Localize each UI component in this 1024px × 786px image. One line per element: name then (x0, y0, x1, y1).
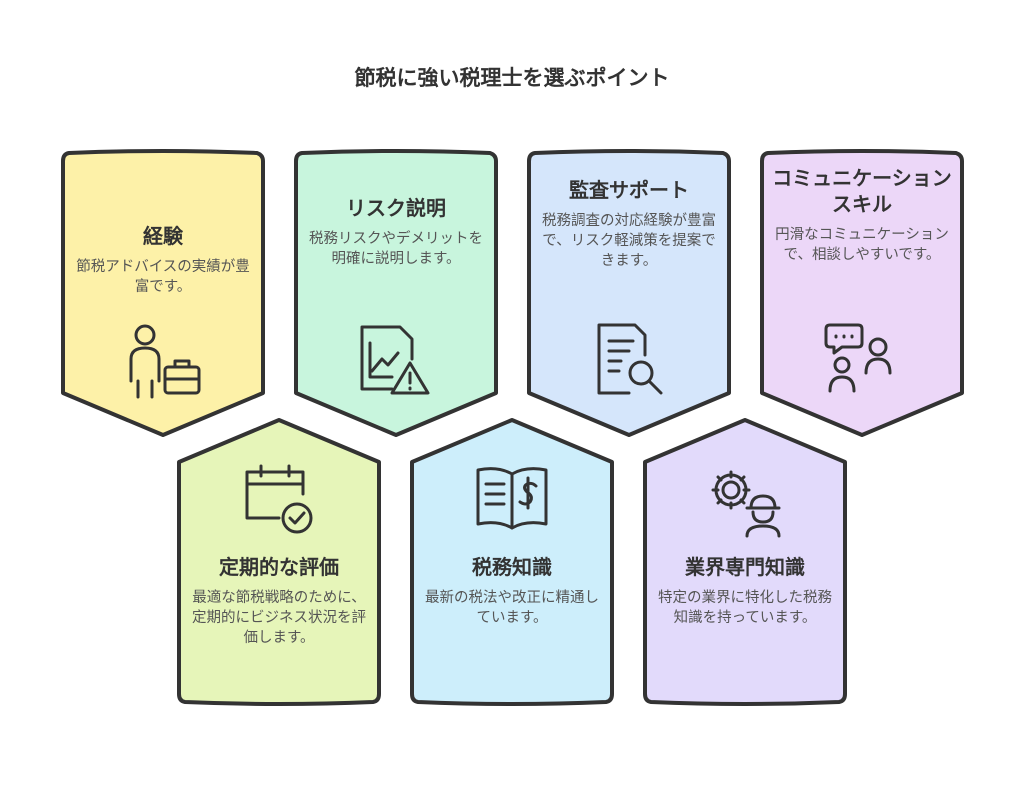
card-periodic-evaluation: 定期的な評価 最適な節税戦略のために、定期的にビジネス状況を評価します。 (175, 416, 383, 708)
calendar-check-icon (239, 460, 319, 540)
person-briefcase-icon (123, 321, 203, 401)
card-title: 税務知識 (472, 555, 552, 579)
document-search-icon (589, 319, 669, 399)
card-shape (643, 418, 847, 706)
card-shape (61, 149, 265, 437)
card-tax-knowledge: 税務知識 最新の税法や改正に精通しています。 (408, 416, 616, 708)
card-shape (177, 418, 381, 706)
card-title: 業界専門知識 (685, 555, 805, 579)
card-shape (527, 149, 731, 437)
card-title: コミュニケーションスキル (772, 166, 952, 216)
book-dollar-icon (472, 460, 552, 540)
card-risk-explanation: リスク説明 税務リスクやデメリットを明確に説明します。 (292, 147, 500, 439)
card-description: 最新の税法や改正に精通しています。 (425, 590, 599, 626)
card-experience: 経験 節税アドバイスの実績が豊富です。 (59, 147, 267, 439)
card-audit-support: 監査サポート 税務調査の対応経験が豊富で、リスク軽減策を提案できます。 (525, 147, 733, 439)
card-title: 定期的な評価 (219, 555, 339, 579)
card-description: 円滑なコミュニケーションで、相談しやすいです。 (775, 227, 949, 263)
card-shape (410, 418, 614, 706)
page-title: 節税に強い税理士を選ぶポイント (354, 66, 670, 90)
card-description: 特定の業界に特化した税務知識を持っています。 (658, 590, 832, 626)
card-description: 税務調査の対応経験が豊富で、リスク軽減策を提案できます。 (542, 213, 716, 269)
card-description: 最適な節税戦略のために、定期的にビジネス状況を評価します。 (192, 590, 366, 646)
chart-warning-icon (356, 319, 436, 399)
gear-worker-icon (705, 460, 785, 540)
chat-people-icon (822, 319, 902, 399)
card-title: 経験 (143, 224, 183, 248)
card-industry-expertise: 業界専門知識 特定の業界に特化した税務知識を持っています。 (641, 416, 849, 708)
card-shape (294, 149, 498, 437)
card-title: 監査サポート (569, 178, 689, 202)
card-description: 節税アドバイスの実績が豊富です。 (76, 259, 250, 295)
card-title: リスク説明 (346, 196, 446, 220)
card-communication-skill: コミュニケーションスキル 円滑なコミュニケーションで、相談しやすいです。 (758, 147, 966, 439)
card-description: 税務リスクやデメリットを明確に説明します。 (309, 231, 483, 267)
card-shape (760, 149, 964, 437)
